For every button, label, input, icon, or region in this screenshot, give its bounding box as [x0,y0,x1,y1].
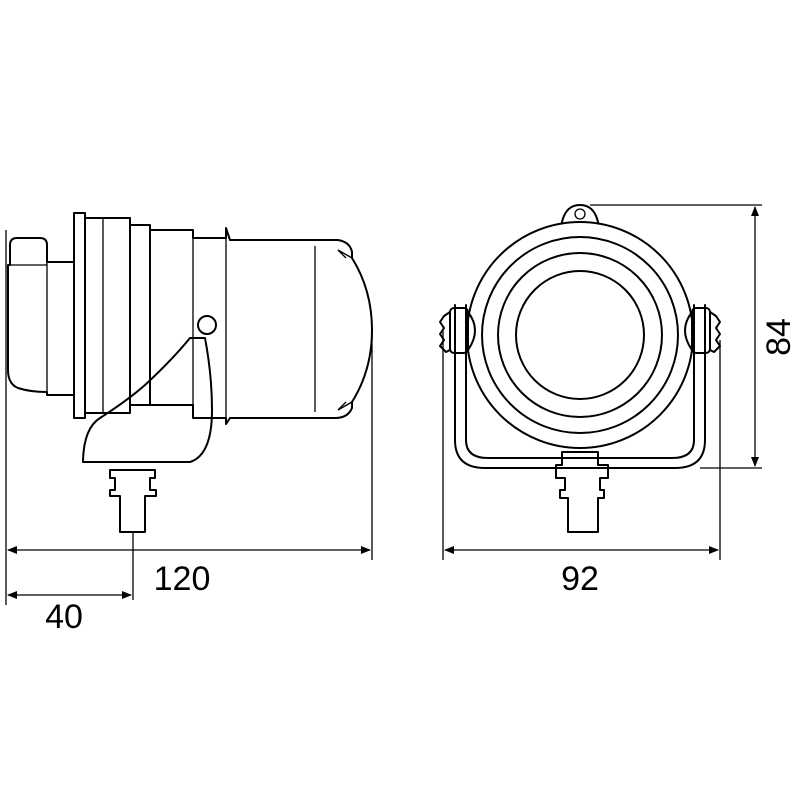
dim-label-height: 84 [760,318,798,356]
dim-label-width: 92 [561,560,599,598]
rear-connector [7,237,75,396]
lens [515,270,645,400]
hanging-eye [561,204,599,223]
mount-flange [73,212,86,419]
dimension-lines [5,204,762,605]
side-view [7,212,373,600]
housing-body [149,227,373,425]
right-pivot-knob [684,307,721,354]
u-bracket [454,304,706,469]
lens-ring [497,252,663,418]
front-view [439,204,721,533]
side-cable-plug [109,469,157,533]
dim-label-mount-offset: 40 [45,598,83,636]
dim-label-overall-length: 120 [154,560,211,598]
left-pivot-knob [439,307,476,354]
mounting-bracket [82,337,213,463]
lamp-housing-outer [466,221,694,449]
pivot-bolt [197,315,217,335]
dimension-labels: 120 40 92 84 [45,318,798,636]
front-cable-plug [555,451,609,533]
